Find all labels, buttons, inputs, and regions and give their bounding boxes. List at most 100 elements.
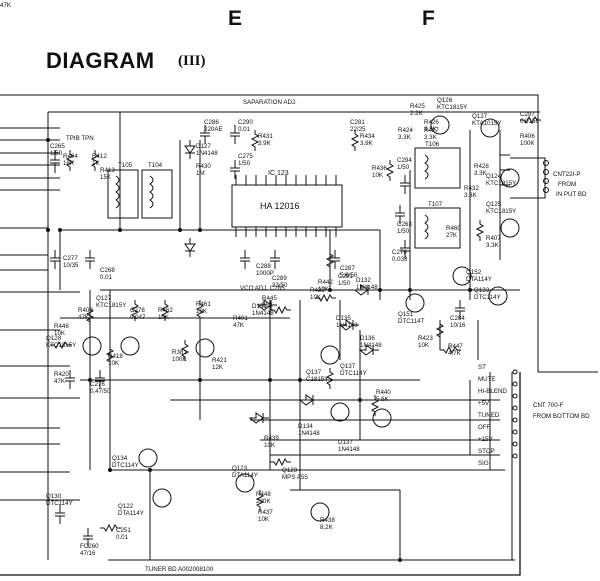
component-ref: R420 <box>54 371 69 378</box>
connector-p-note1: FROM <box>558 181 576 188</box>
component-value: 1/50 <box>338 280 351 287</box>
component-ref: C287 <box>340 265 355 272</box>
component-ref: Q152 <box>466 269 482 276</box>
resistor-r431 <box>250 130 260 151</box>
resistor-r409 <box>50 340 71 350</box>
component-value: 1/50 <box>238 160 251 167</box>
board-outline <box>0 94 598 373</box>
component-value: KTC1815Y <box>486 208 516 215</box>
component-ref: D134 <box>298 423 313 430</box>
capacitor-c278-top <box>400 240 410 259</box>
component-ref: Q128 <box>46 335 62 342</box>
component-ref: R427 <box>424 127 439 134</box>
component-ref: R409 <box>78 307 93 314</box>
component-ref: R439 <box>264 435 279 442</box>
component-value: 1K <box>92 160 100 167</box>
capacitor-c263 <box>395 205 405 224</box>
capacitor-c278 <box>95 370 105 389</box>
component-ref: R421 <box>212 357 227 364</box>
component-value: 15K <box>100 174 112 181</box>
connector-pin-label: SIG <box>478 460 489 467</box>
component-ref: D136 <box>360 335 375 342</box>
component-value: DTA114Y <box>118 510 144 517</box>
component-ref: R432 <box>464 185 479 192</box>
component-value: 1N4148 <box>298 430 320 437</box>
component-ref: R422 <box>310 287 325 294</box>
transistor-symbols <box>82 115 520 522</box>
component-ref: Q133 <box>474 287 490 294</box>
component-value: 10/35 <box>63 262 79 269</box>
component-value: 18K <box>63 160 75 167</box>
transformer-t105 <box>107 169 139 219</box>
resistor-r436 <box>385 160 395 181</box>
component-ref: Q127 <box>96 295 112 302</box>
ic123-ref: IC 123 <box>268 170 289 177</box>
component-ref: D127 <box>196 143 211 150</box>
component-ref: R447 <box>448 343 463 350</box>
component-ref: C289 <box>272 275 287 282</box>
transformer-t104-label: T104 <box>148 162 163 169</box>
component-ref: R430 <box>196 163 211 170</box>
capacitor-c265 <box>50 150 60 173</box>
component-value: 0.47/50 <box>90 388 111 395</box>
component-value: 0.01 <box>100 274 113 281</box>
component-ref: D132 <box>356 277 371 284</box>
component-ref: R412 <box>92 153 107 160</box>
resistor-r421 <box>180 340 190 361</box>
resistor-r407 <box>475 220 485 241</box>
component-value: 12K <box>212 364 224 371</box>
connector-f-ref: CNT 700-F <box>533 402 564 409</box>
component-value: 3.3K <box>398 134 412 141</box>
connector-pin-label: +15V <box>478 436 493 443</box>
component-ref: C284 <box>450 315 465 322</box>
component-value: 3.3K <box>474 170 488 177</box>
component-ref: C294 <box>397 157 412 164</box>
diode-d136 <box>358 344 379 356</box>
component-ref: C278 <box>392 249 407 256</box>
component-ref: Q125 <box>486 201 502 208</box>
resistor-r439 <box>370 395 380 416</box>
component-ref: C278 <box>130 307 145 314</box>
component-ref: R462 <box>158 307 173 314</box>
capacitor-c284 <box>455 300 465 319</box>
resistor-r434 <box>350 130 360 151</box>
component-ref: D135 <box>336 315 351 322</box>
connector-pin-label: TUNED <box>478 412 500 419</box>
component-value: DTC114Y <box>112 462 139 469</box>
component-value: KTC1815Y <box>46 342 76 349</box>
left-bus-lines <box>0 127 80 501</box>
resistor-r412 <box>90 150 100 171</box>
component-value: 10K <box>54 330 66 337</box>
component-ref: Q130 <box>46 493 62 500</box>
component-value: DTA114Y <box>232 472 258 479</box>
component-value: MPS A55 <box>282 474 308 481</box>
component-ref: Q127 <box>472 113 488 120</box>
component-value: 1N4148 <box>356 284 378 291</box>
component-value: DTA114Y <box>466 276 492 283</box>
component-value: KTA1015Y <box>472 120 501 127</box>
component-value: 1N4148 <box>252 310 274 317</box>
component-ref: R448 <box>256 491 271 498</box>
resistor-r446 <box>440 345 461 355</box>
capacitor-fc260 <box>55 505 65 524</box>
resistor-r418 <box>85 305 95 326</box>
component-ref: D131 <box>252 303 267 310</box>
capacitor-c275 <box>230 160 240 179</box>
diode-led <box>184 238 196 257</box>
component-ref: C265 <box>50 143 65 150</box>
component-value: 10K <box>418 342 430 349</box>
component-ref: C277 <box>63 255 78 262</box>
diode-d132 <box>353 284 374 296</box>
component-ref: R438 <box>320 517 335 524</box>
board-outline-lower <box>0 372 521 576</box>
capacitor-c276 <box>65 370 75 389</box>
resistor-r404 <box>65 150 75 171</box>
component-value: 3.9K <box>258 140 272 147</box>
component-value: C1815Y <box>306 376 328 383</box>
component-value: 10/16 <box>450 322 466 329</box>
component-value: DTC114Y <box>340 370 367 377</box>
component-value: 1N4148 <box>196 150 218 157</box>
component-value: 1N4148 <box>336 322 358 329</box>
